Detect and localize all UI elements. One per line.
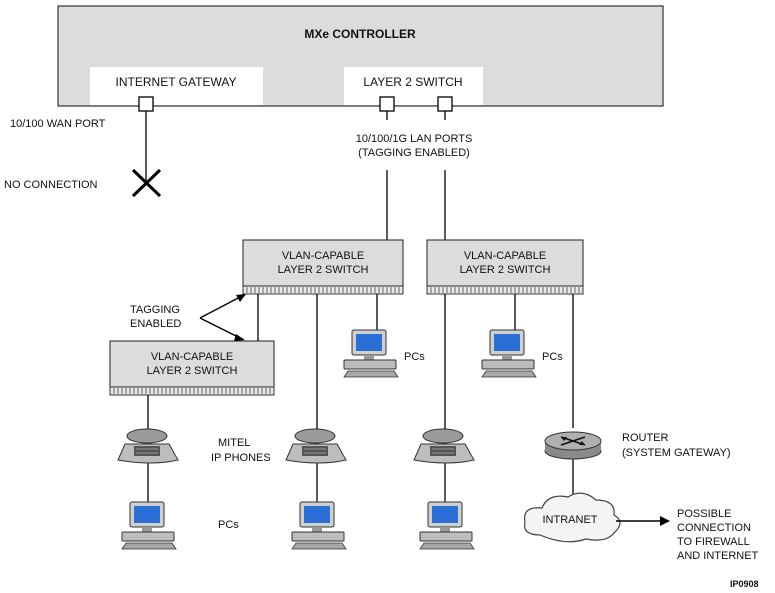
switch-c-line2: LAYER 2 SWITCH — [147, 365, 238, 377]
possible-label-2: CONNECTION — [677, 522, 751, 534]
vlan-switch-c: VLAN-CAPABLE LAYER 2 SWITCH — [109, 340, 275, 396]
pcs-label-3: PCs — [218, 519, 239, 531]
switch-b-line1: VLAN-CAPABLE — [464, 250, 546, 262]
pcs-label-1: PCs — [404, 351, 425, 363]
no-connection-label: NO CONNECTION — [4, 179, 98, 191]
pc-icon — [343, 329, 399, 378]
lan-port-2 — [437, 96, 453, 112]
pc-icon — [291, 501, 347, 550]
internet-gateway-label: INTERNET GATEWAY — [116, 75, 237, 89]
router-label-1: ROUTER — [622, 432, 669, 444]
wan-port-label: 10/100 WAN PORT — [10, 118, 106, 130]
mxe-controller: MXe CONTROLLER INTERNET GATEWAY LAYER 2 … — [57, 5, 664, 107]
pcs-label-2: PCs — [542, 351, 563, 363]
tagging-label-2: ENABLED — [130, 318, 181, 330]
pc-icon — [121, 501, 177, 550]
lan-ports-label-1: 10/100/1G LAN PORTS — [356, 133, 473, 145]
mitel-label-1: MITEL — [218, 437, 250, 449]
switch-b-line2: LAYER 2 SWITCH — [460, 264, 551, 276]
lan-port-1 — [379, 96, 395, 112]
possible-label-4: AND INTERNET — [677, 550, 759, 562]
lan-ports-label-2: (TAGGING ENABLED) — [358, 147, 470, 159]
pc-icon — [419, 501, 475, 550]
intranet-label: INTRANET — [543, 514, 598, 526]
cloud-icon — [523, 492, 621, 543]
router-icon — [544, 431, 602, 460]
tagging-label-1: TAGGING — [130, 304, 180, 316]
layer2-switch-label: LAYER 2 SWITCH — [363, 75, 462, 89]
mitel-label-2: IP PHONES — [211, 452, 271, 464]
figure-id: IP0908 — [730, 579, 759, 589]
wan-port — [138, 96, 154, 112]
switch-c-line1: VLAN-CAPABLE — [151, 351, 233, 363]
pc-icon — [481, 329, 537, 378]
possible-label-1: POSSIBLE — [677, 508, 731, 520]
no-connection-icon — [131, 168, 162, 198]
phone-icon — [413, 428, 475, 464]
phone-icon — [285, 428, 347, 464]
router-label-2: (SYSTEM GATEWAY) — [622, 447, 731, 459]
vlan-switch-a: VLAN-CAPABLE LAYER 2 SWITCH — [242, 239, 404, 295]
controller-title: MXe CONTROLLER — [304, 27, 416, 41]
switch-a-line2: LAYER 2 SWITCH — [278, 264, 369, 276]
vlan-switch-b: VLAN-CAPABLE LAYER 2 SWITCH — [426, 239, 584, 295]
phone-icon — [117, 428, 179, 464]
switch-a-line1: VLAN-CAPABLE — [282, 250, 364, 262]
possible-label-3: TO FIREWALL — [677, 536, 750, 548]
